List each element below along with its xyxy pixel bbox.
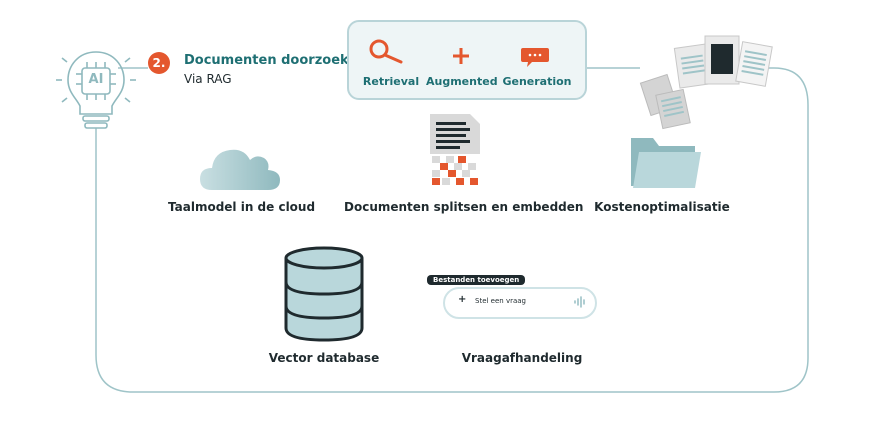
step-subtitle: Via RAG [184,72,232,86]
database-icon [284,246,364,342]
cost-label: Kostenoptimalisatie [594,200,730,214]
folder-documents-icon [631,35,773,188]
cloud-label: Taalmodel in de cloud [168,200,316,214]
add-files-tag: Bestanden toevoegen [427,275,526,285]
rag-augmented-label: Augmented [426,75,498,88]
step-title: Documenten doorzoeken [184,53,367,68]
voice-wave-icon [574,296,585,308]
vector-label: Vector database [268,351,380,365]
document-split-icon [430,114,480,185]
chat-placeholder: Stel een vraag [475,297,526,305]
plus-icon [453,48,469,64]
ai-icon-text: AI [88,72,104,87]
rag-generation-label: Generation [502,75,572,88]
magnifier-icon [369,39,403,64]
chat-plus-icon: + [458,294,467,305]
split-label: Documenten splitsen en embedden [344,200,584,214]
chat-input-mock [443,287,597,319]
query-label: Vraagafhandeling [461,351,583,365]
rag-retrieval-label: Retrieval [362,75,420,88]
cloud-icon [200,149,280,190]
step-number-badge: 2. [148,52,170,74]
ai-lightbulb-icon: AI [52,44,140,136]
chat-bubble-icon [521,48,549,67]
